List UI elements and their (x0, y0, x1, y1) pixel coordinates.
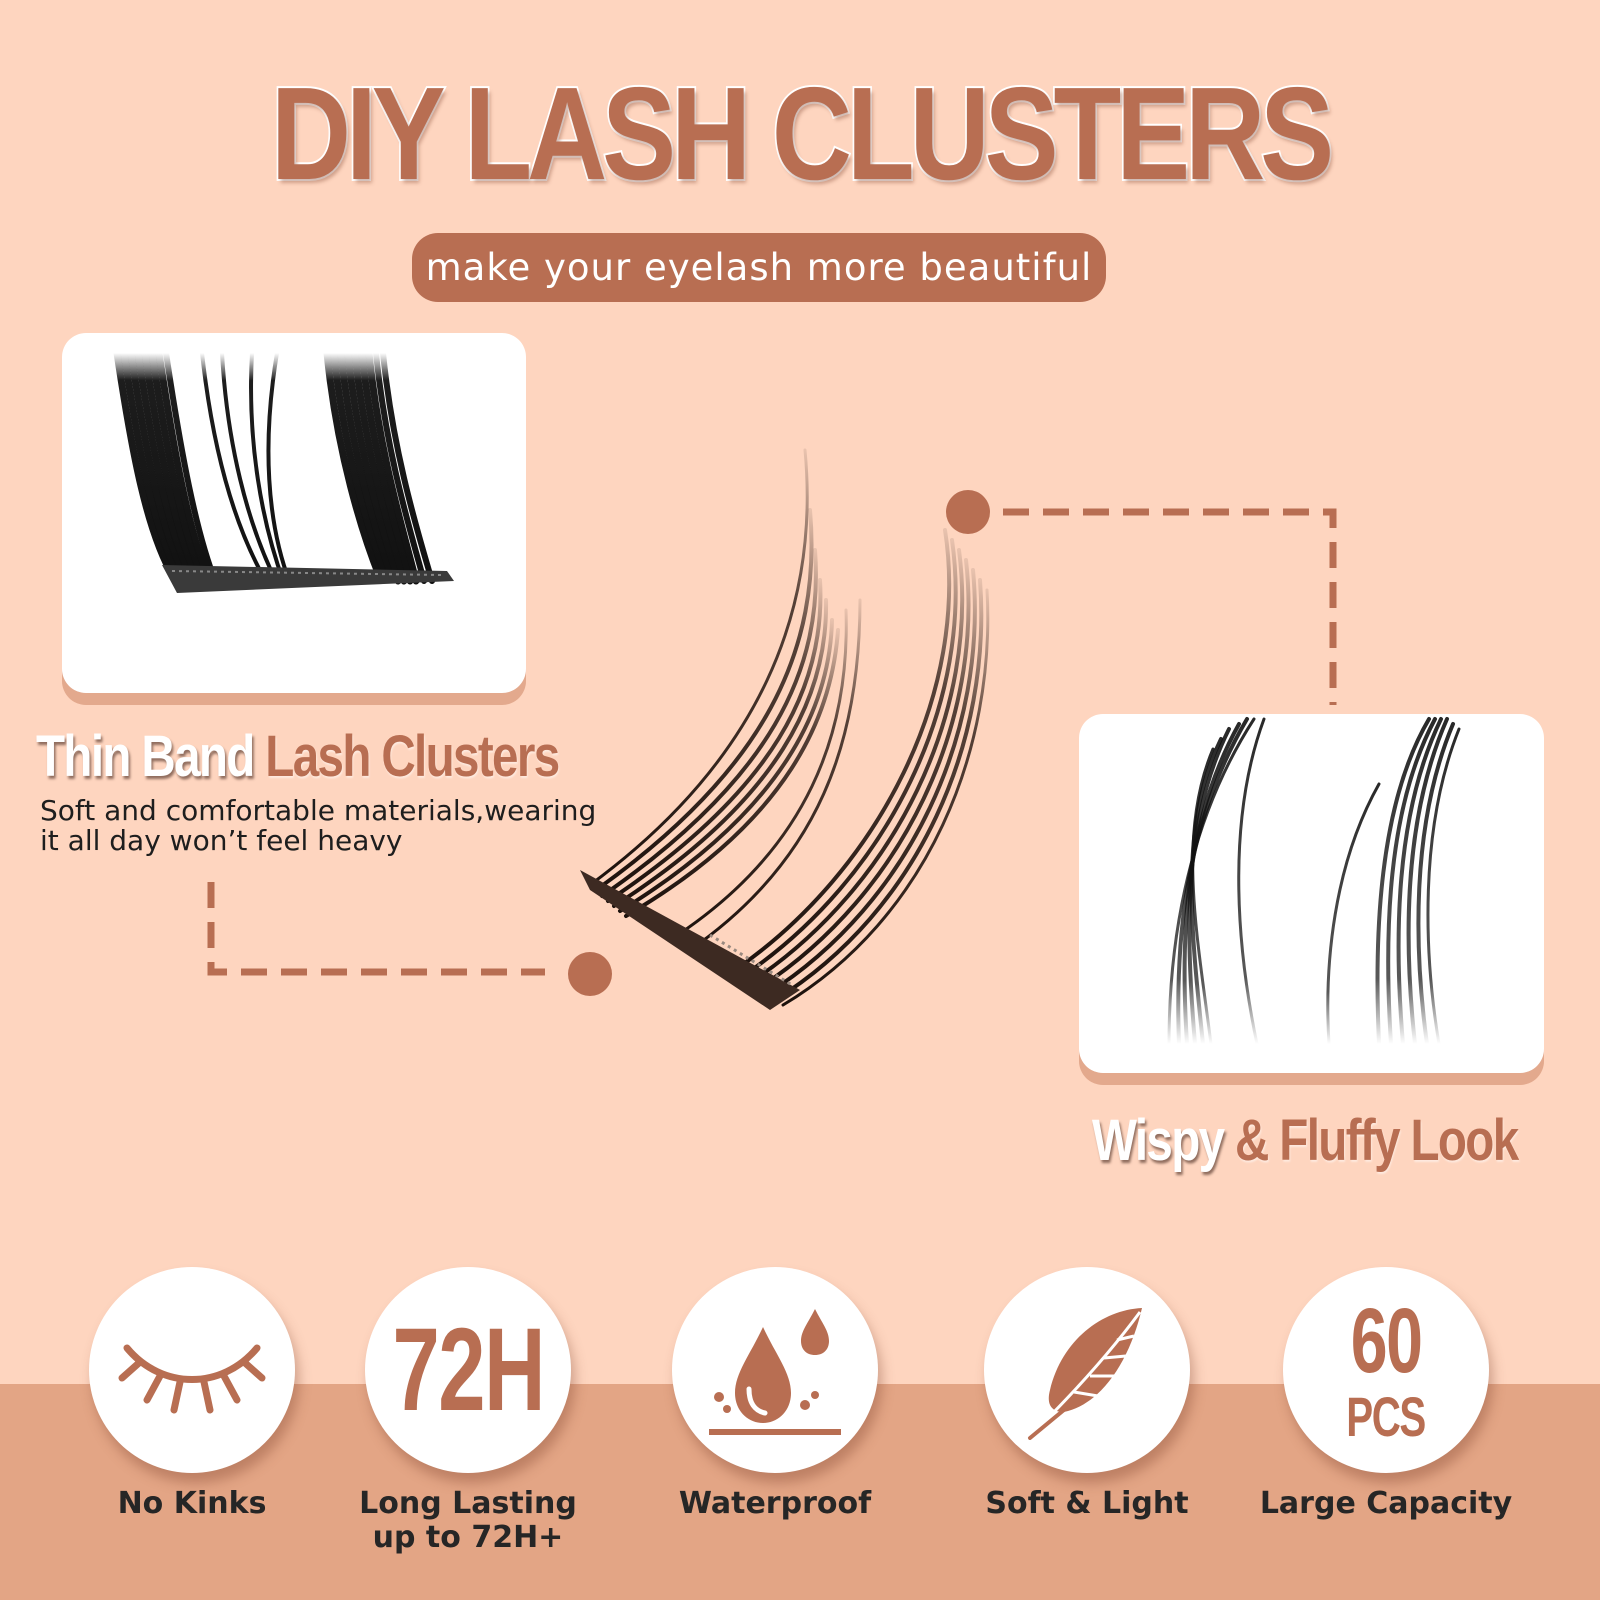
feature-label: No Kinks (62, 1487, 322, 1521)
feature-label-line-1: No Kinks (117, 1486, 267, 1521)
badge-number: 60 (1350, 1290, 1423, 1392)
feature-label: Large Capacity (1256, 1487, 1516, 1521)
wispy-fluffy-heading: Wispy & Fluffy Look (1092, 1112, 1519, 1170)
subtitle-pill: make your eyelash more beautiful (412, 233, 1106, 302)
main-lash-cluster-image (580, 448, 990, 1010)
feature-circle (89, 1267, 295, 1473)
feature-label-line-1: Soft & Light (985, 1486, 1189, 1521)
feature-label-line-1: Long Lasting (359, 1486, 577, 1521)
feature-icon (1028, 1308, 1142, 1440)
description-line-1: Soft and comfortable materials,wearing (40, 794, 597, 827)
feature-label: Soft & Light (957, 1487, 1217, 1521)
wispy-heading-white: Wispy (1092, 1108, 1225, 1173)
wispy-lash-illustration (1167, 717, 1461, 1046)
description-line-2: it all day won’t feel heavy (40, 824, 403, 857)
feature-circle (672, 1267, 878, 1473)
feature-circle (984, 1267, 1190, 1473)
feature-long-lasting: 72H Long Lasting up to 72H+ (338, 1267, 598, 1555)
thin-band-description: Soft and comfortable materials,wearing i… (40, 796, 640, 856)
connector-dot-right (946, 490, 990, 534)
feature-circle: 60 PCS (1283, 1267, 1489, 1473)
badge-unit: PCS (1346, 1385, 1427, 1448)
feature-large-capacity: 60 PCS Large Capacity (1256, 1267, 1516, 1521)
closed-eye-icon (118, 1344, 266, 1414)
72h-badge: 72H (392, 1304, 545, 1436)
feature-label: Waterproof (645, 1487, 905, 1521)
feature-waterproof: Waterproof (645, 1267, 905, 1521)
page-title: DIY LASH CLUSTERS (269, 60, 1336, 207)
60-pcs-badge: 60 PCS (1331, 1295, 1440, 1445)
connector-dot-left (568, 952, 612, 996)
wispy-fluffy-closeup-image (1079, 714, 1544, 1073)
thin-band-heading: Thin Band Lash Clusters (36, 728, 560, 786)
feature-label: Long Lasting up to 72H+ (338, 1487, 598, 1555)
feature-no-kinks: No Kinks (62, 1267, 322, 1521)
thin-band-lash-illustration (113, 349, 454, 593)
thin-band-closeup-image (62, 333, 526, 693)
feature-label-line-2: up to 72H+ (372, 1520, 564, 1555)
feature-label-line-1: Large Capacity (1259, 1486, 1513, 1521)
feature-soft-light: Soft & Light (957, 1267, 1217, 1521)
feature-label-line-1: Waterproof (678, 1486, 872, 1521)
water-drop-icon (709, 1309, 841, 1435)
feature-circle: 72H (365, 1267, 571, 1473)
thin-band-heading-white: Thin Band (36, 724, 255, 789)
thin-band-heading-brown: Lash Clusters (265, 724, 560, 789)
wispy-heading-brown: & Fluffy Look (1235, 1108, 1519, 1173)
